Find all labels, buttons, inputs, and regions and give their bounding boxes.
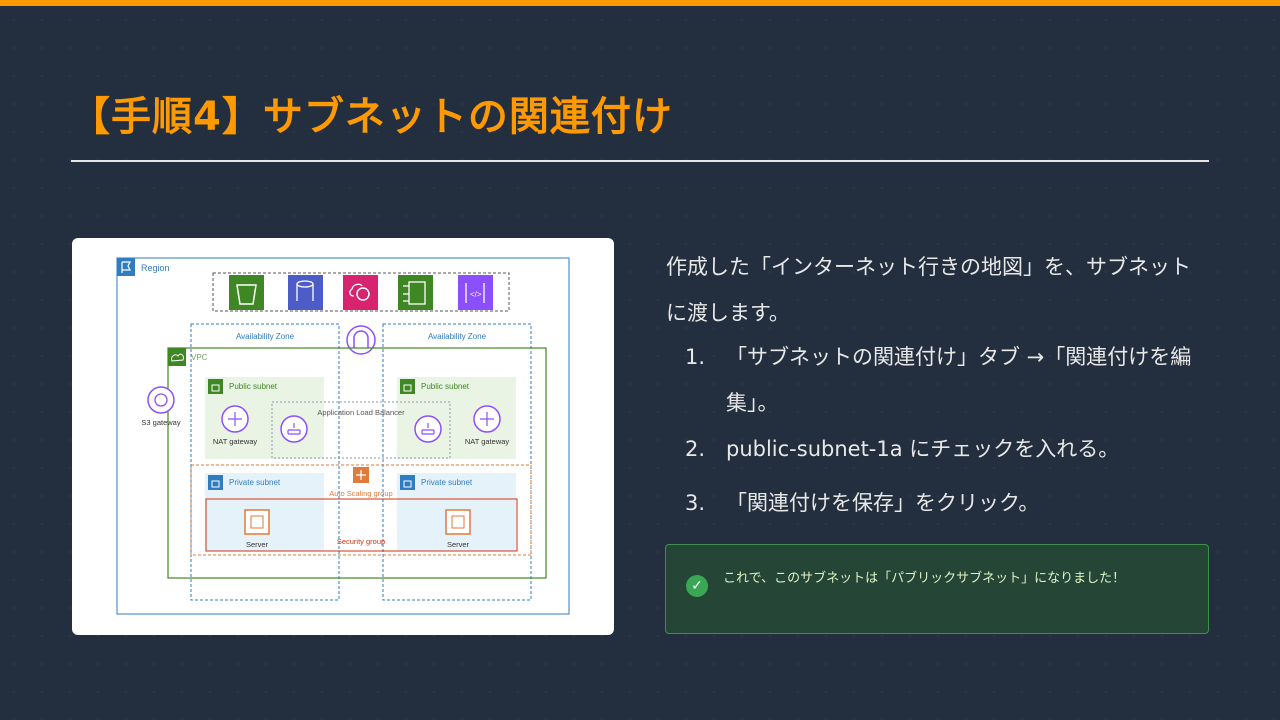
- step-text: 「関連付けを保存」をクリック。: [726, 491, 1040, 515]
- public-subnet-left-lock-icon: [208, 379, 223, 394]
- server-left-icon: [244, 509, 270, 535]
- check-circle-icon: ✓: [686, 575, 708, 597]
- step-number: 2.: [685, 437, 706, 461]
- success-note-text: これで、このサブネットは「パブリックサブネット」になりました！: [723, 571, 1126, 586]
- slide-title: 【手順4】サブネットの関連付け: [70, 94, 673, 140]
- az-right-label: Availability Zone: [428, 332, 487, 341]
- az-left-label: Availability Zone: [236, 332, 295, 341]
- asg-box: [190, 464, 532, 556]
- alb-right-icon: [414, 415, 442, 443]
- private-subnet-left-label: Private subnet: [229, 478, 281, 487]
- region-flag-icon: [117, 258, 135, 276]
- config-service-icon: [398, 275, 433, 310]
- az-left-box: [190, 323, 340, 601]
- architecture-diagram: Region </> Availability Zone Availabilit…: [116, 257, 570, 615]
- title-divider: [71, 160, 1209, 162]
- private-subnet-right-lock-icon: [400, 475, 415, 490]
- server-right-icon: [445, 509, 471, 535]
- security-group-box: [205, 498, 518, 552]
- step-number: 3.: [685, 491, 706, 515]
- s3-gateway-icon: [147, 386, 175, 414]
- region-label: Region: [141, 263, 170, 273]
- vpc-box: [167, 347, 547, 579]
- public-subnet-left-label: Public subnet: [229, 382, 278, 391]
- success-note: ✓ これで、このサブネットは「パブリックサブネット」になりました！: [665, 544, 1209, 634]
- security-group-label: Security group: [337, 537, 385, 546]
- step-item: 3. 「関連付けを保存」をクリック。: [666, 480, 1226, 526]
- vpc-icon: [168, 348, 186, 366]
- dynamodb-service-icon: [288, 275, 323, 310]
- server-right-label: Server: [447, 540, 470, 549]
- step-number: 1.: [685, 345, 706, 369]
- steps-list: 1. 「サブネットの関連付け」タブ →「関連付けを編集」。 2. public-…: [666, 334, 1226, 526]
- internet-gateway-icon: [346, 325, 376, 355]
- nat-gateway-left-label: NAT gateway: [213, 437, 258, 446]
- server-left-label: Server: [246, 540, 269, 549]
- public-subnet-right-label: Public subnet: [421, 382, 470, 391]
- alb-box: [271, 401, 451, 459]
- s3-gateway-label: S3 gateway: [141, 418, 180, 427]
- step-text: public-subnet-1a にチェックを入れる。: [726, 437, 1120, 461]
- cloudwatch-service-icon: [343, 275, 378, 310]
- alb-left-icon: [280, 415, 308, 443]
- vpc-label: VPC: [191, 353, 208, 362]
- step-item: 1. 「サブネットの関連付け」タブ →「関連付けを編集」。: [666, 334, 1226, 426]
- alb-label: Application Load Balancer: [317, 408, 405, 417]
- services-group: [212, 272, 510, 312]
- private-subnet-left-lock-icon: [208, 475, 223, 490]
- description-text: 作成した「インターネット行きの地図」を、サブネットに渡します。: [666, 255, 1191, 325]
- svg-text:</>: </>: [470, 290, 482, 299]
- region-box: [116, 257, 570, 615]
- nat-gateway-right-label: NAT gateway: [465, 437, 510, 446]
- api-gateway-service-icon: [458, 275, 493, 310]
- step-text: 「サブネットの関連付け」タブ →「関連付けを編集」。: [726, 345, 1192, 415]
- step-item: 2. public-subnet-1a にチェックを入れる。: [666, 426, 1226, 472]
- private-subnet-right-label: Private subnet: [421, 478, 473, 487]
- architecture-diagram-card: Region </> Availability Zone Availabilit…: [72, 238, 614, 635]
- top-accent-bar: [0, 0, 1280, 6]
- az-right-box: [382, 323, 532, 601]
- asg-label: Auto Scaling group: [329, 489, 392, 498]
- public-subnet-right-lock-icon: [400, 379, 415, 394]
